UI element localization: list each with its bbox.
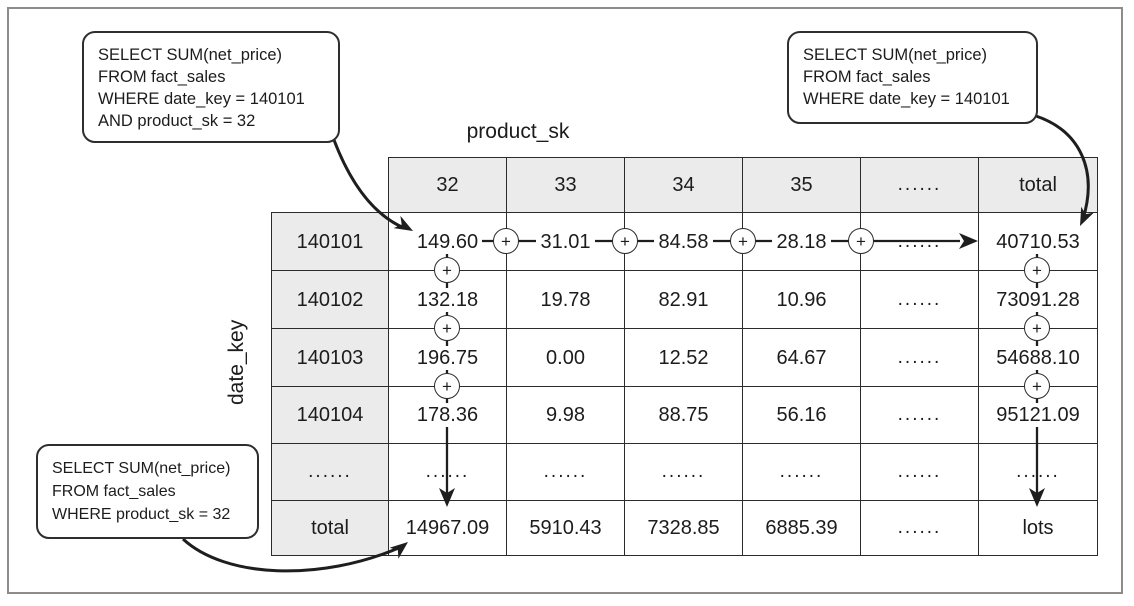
column-header: 33	[507, 158, 625, 212]
plus-circle-icon: +	[434, 373, 460, 399]
plus-circle-icon: +	[612, 228, 638, 254]
table-cell-ellipsis: ......	[507, 444, 625, 501]
table-cell: 12.52	[625, 329, 743, 387]
table-cell-ellipsis: ......	[861, 271, 979, 329]
table-cell: 56.16	[743, 387, 861, 444]
table-cell-grand-total: lots	[979, 501, 1097, 555]
table-cell: 9.98	[507, 387, 625, 444]
sql-callout-column-total-query: SELECT SUM(net_price) FROM fact_sales WH…	[36, 444, 259, 539]
sql-line: SELECT SUM(net_price)	[52, 460, 231, 477]
sql-callout-row-total-query: SELECT SUM(net_price) FROM fact_sales WH…	[787, 31, 1038, 124]
plus-circle-icon: +	[434, 257, 460, 283]
column-header-row: 32 33 34 35 ...... total	[388, 157, 1098, 212]
plus-circle-icon: +	[434, 315, 460, 341]
row-header: 140103	[272, 329, 388, 387]
sql-line: WHERE product_sk = 32	[52, 506, 231, 523]
table-cell-column-total: 14967.09	[389, 501, 507, 555]
column-header: 32	[389, 158, 507, 212]
table-cell-ellipsis: ......	[861, 213, 979, 271]
table-cell: 19.78	[507, 271, 625, 329]
plus-circle-icon: +	[1024, 257, 1050, 283]
sql-line: SELECT SUM(net_price)	[803, 46, 988, 64]
table-cell-ellipsis: ......	[979, 444, 1097, 501]
row-header: 140102	[272, 271, 388, 329]
sql-line: WHERE date_key = 140101	[98, 90, 305, 108]
table-cell-ellipsis: ......	[861, 501, 979, 555]
sql-line: AND product_sk = 32	[98, 112, 256, 130]
plus-circle-icon: +	[848, 228, 874, 254]
plus-circle-icon: +	[730, 228, 756, 254]
table-cell-column-total: 5910.43	[507, 501, 625, 555]
table-cell: 84.58	[625, 213, 743, 271]
table-cell: 0.00	[507, 329, 625, 387]
table-cell: 31.01	[507, 213, 625, 271]
table-cell: 10.96	[743, 271, 861, 329]
column-header-ellipsis: ......	[861, 158, 979, 212]
table-cell: 82.91	[625, 271, 743, 329]
row-header-column: 140101 140102 140103 140104 ...... total	[271, 212, 388, 556]
column-header-total: total	[1019, 174, 1057, 196]
row-header-total: total	[311, 517, 349, 539]
table-cell-ellipsis: ......	[625, 444, 743, 501]
row-header: 140101	[272, 213, 388, 271]
column-header: 35	[743, 158, 861, 212]
table-cell-ellipsis: ......	[743, 444, 861, 501]
sql-callout-cell-query: SELECT SUM(net_price) FROM fact_sales WH…	[82, 31, 340, 143]
plus-circle-icon: +	[493, 228, 519, 254]
sql-line: SELECT SUM(net_price)	[98, 46, 283, 64]
data-cube-body: 149.60 31.01 84.58 28.18 ...... 40710.53…	[388, 212, 1098, 556]
row-axis-label: date_key	[225, 319, 248, 405]
table-cell-column-total: 7328.85	[625, 501, 743, 555]
row-header: 140104	[272, 387, 388, 444]
row-header-ellipsis: ......	[272, 444, 388, 501]
plus-circle-icon: +	[1024, 373, 1050, 399]
sql-line: FROM fact_sales	[52, 483, 176, 500]
table-cell-ellipsis: ......	[861, 444, 979, 501]
plus-circle-icon: +	[1024, 315, 1050, 341]
sql-line: FROM fact_sales	[803, 68, 931, 86]
table-cell-column-total: 6885.39	[743, 501, 861, 555]
column-axis-label: product_sk	[466, 120, 570, 143]
table-cell-ellipsis: ......	[861, 387, 979, 444]
column-header: 34	[625, 158, 743, 212]
sql-line: FROM fact_sales	[98, 68, 226, 86]
table-cell-ellipsis: ......	[861, 329, 979, 387]
sql-line: WHERE date_key = 140101	[803, 90, 1010, 108]
table-cell-ellipsis: ......	[389, 444, 507, 501]
table-cell: 28.18	[743, 213, 861, 271]
table-cell: 64.67	[743, 329, 861, 387]
table-cell: 88.75	[625, 387, 743, 444]
